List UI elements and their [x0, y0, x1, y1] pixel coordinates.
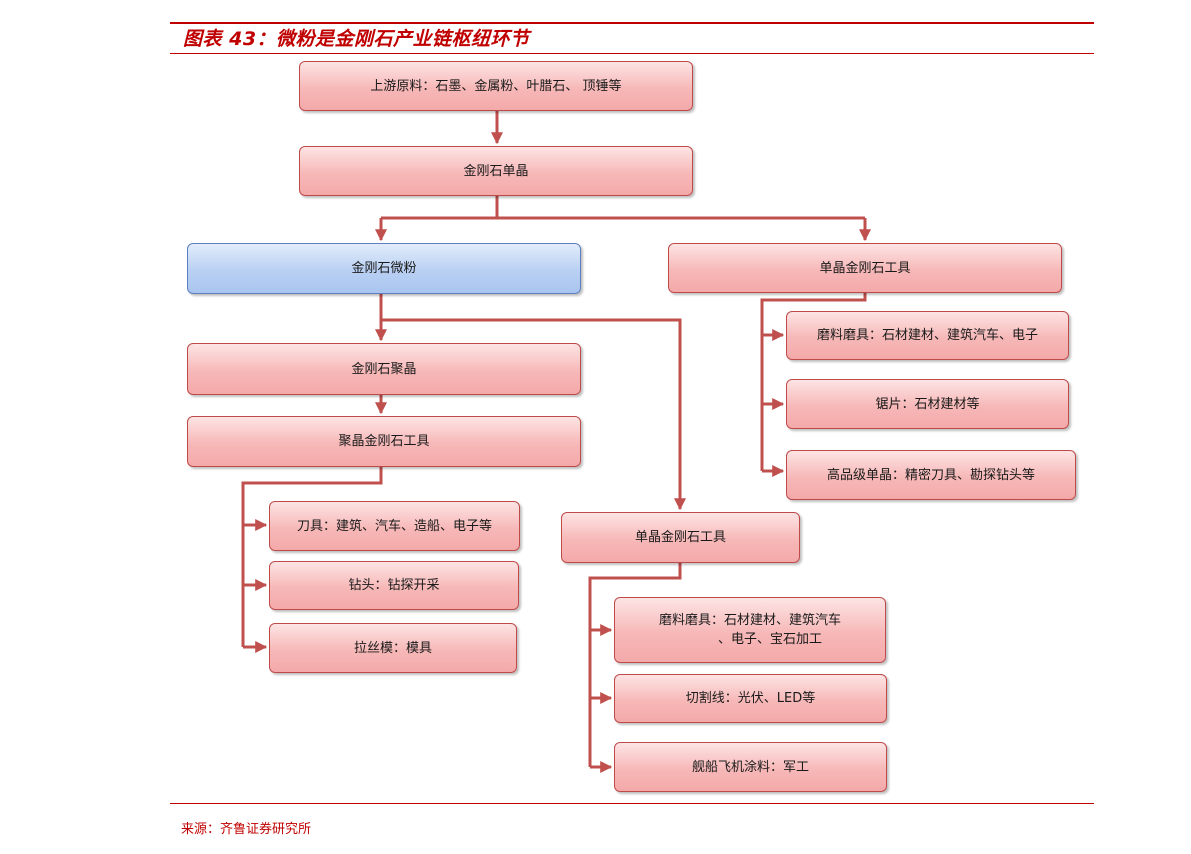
node-abrasive-tools-mid-line1: 磨料磨具：石材建材、建筑汽车	[658, 613, 841, 628]
node-abrasive-tools-top: 磨料磨具：石材建材、建筑汽车、电子	[786, 311, 1069, 360]
node-wire-drawing-die: 拉丝模：模具	[269, 623, 517, 673]
node-saw-blade-label: 锯片：石材建材等	[875, 396, 980, 412]
figure-title: 图表 43：微粉是金刚石产业链枢纽环节	[183, 28, 530, 50]
connector-single-tools-mid-trunk	[588, 563, 682, 767]
node-polycrystal-label: 金刚石聚晶	[351, 361, 417, 377]
node-abrasive-tools-top-label: 磨料磨具：石材建材、建筑汽车、电子	[816, 328, 1038, 343]
header-rule-bottom	[170, 53, 1094, 54]
node-polycrystal: 金刚石聚晶	[187, 343, 581, 395]
node-cutting-wire: 切割线：光伏、LED等	[614, 674, 887, 723]
node-raw-materials: 上游原料：石墨、金属粉、叶腊石、 顶锤等	[299, 61, 693, 111]
connector-single-crystal-split	[381, 196, 865, 220]
node-polycrystal-tools: 聚晶金刚石工具	[187, 416, 581, 467]
node-coating: 舰船飞机涂料：军工	[614, 742, 887, 792]
node-cutter-label: 刀具：建筑、汽车、造船、电子等	[296, 518, 492, 534]
node-raw-materials-label: 上游原料：石墨、金属粉、叶腊石、 顶锤等	[370, 78, 622, 94]
node-single-crystal-tools-top-label: 单晶金刚石工具	[819, 260, 911, 276]
node-single-crystal-tools-mid: 单晶金刚石工具	[561, 512, 800, 563]
node-single-crystal-label: 金刚石单晶	[463, 163, 529, 179]
node-cutter: 刀具：建筑、汽车、造船、电子等	[269, 501, 520, 551]
node-wire-drawing-die-label: 拉丝模：模具	[353, 640, 432, 656]
node-single-crystal-tools-top: 单晶金刚石工具	[668, 243, 1062, 293]
node-single-crystal-tools-mid-label: 单晶金刚石工具	[634, 530, 726, 545]
node-drill-bit: 钻头：钻探开采	[269, 561, 519, 610]
node-high-grade-crystal: 高品级单晶：精密刀具、勘探钻头等	[786, 450, 1076, 500]
footer-rule	[170, 803, 1094, 804]
node-polycrystal-tools-label: 聚晶金刚石工具	[338, 434, 430, 449]
node-saw-blade: 锯片：石材建材等	[786, 379, 1069, 429]
node-coating-label: 舰船飞机涂料：军工	[691, 759, 809, 775]
node-micro-powder: 金刚石微粉	[187, 243, 581, 294]
connector-micro-powder-split	[379, 294, 682, 508]
header-rule-top	[170, 22, 1094, 24]
node-micro-powder-label: 金刚石微粉	[351, 261, 417, 276]
connector-single-tools-top-trunk	[760, 293, 867, 471]
node-cutting-wire-label: 切割线：光伏、LED等	[685, 691, 816, 706]
connector-poly-tools-trunk	[241, 467, 383, 647]
node-abrasive-tools-mid: 磨料磨具：石材建材、建筑汽车 、电子、宝石加工	[614, 597, 886, 663]
node-abrasive-tools-mid-line2: 、电子、宝石加工	[717, 632, 822, 647]
node-high-grade-crystal-label: 高品级单晶：精密刀具、勘探钻头等	[826, 467, 1035, 483]
source-note: 来源：齐鲁证券研究所	[181, 822, 312, 837]
node-single-crystal: 金刚石单晶	[299, 146, 693, 196]
node-drill-bit-label: 钻头：钻探开采	[348, 578, 440, 593]
